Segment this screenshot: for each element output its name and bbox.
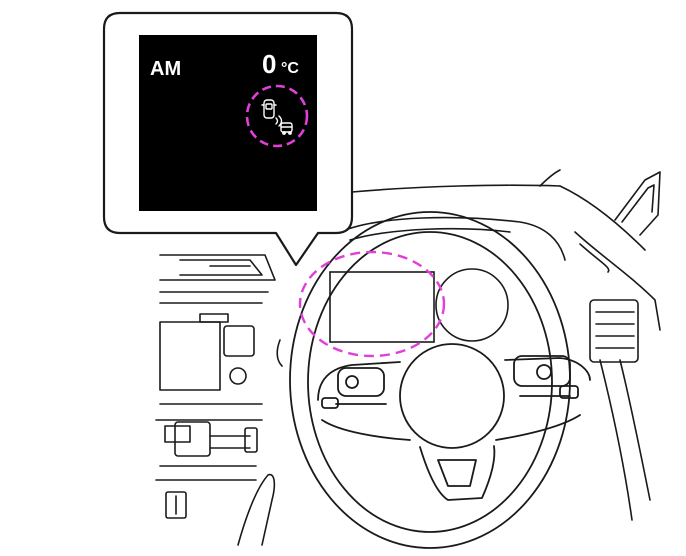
steering-wheel [289,211,591,549]
dashboard-outline [155,169,661,546]
temperature-value: 0 [262,49,276,79]
icon-highlight-circle [245,84,309,148]
am-mode-label: AM [150,58,181,80]
meter-display-outline [329,271,435,343]
vehicle-distance-warning-icon [261,99,293,135]
temperature-unit: °C [281,60,299,77]
meter-highlight-ellipse [298,250,446,358]
